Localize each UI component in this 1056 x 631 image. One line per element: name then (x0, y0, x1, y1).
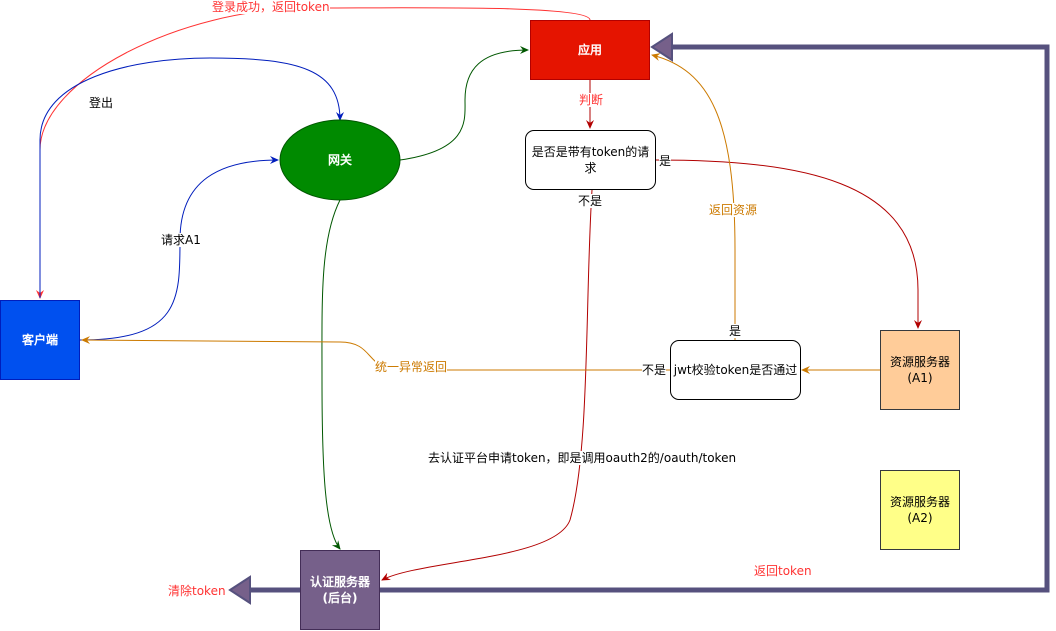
label-login-success: 登录成功，返回token (212, 0, 330, 14)
resource-server-a1-node: 资源服务器 (A1) (880, 330, 960, 410)
gateway-node: 网关 (327, 153, 352, 167)
label-return-token: 返回token (754, 564, 812, 578)
gateway-node-shape (279, 119, 401, 201)
client-node: 客户端 (0, 300, 80, 380)
label-jwt-yes: 是 (729, 324, 742, 338)
auth-server-node: 认证服务器 (后台) (300, 550, 380, 630)
edge-gateway-to-app (399, 46, 529, 161)
app-node: 应用 (530, 20, 650, 80)
edge-has-token (654, 159, 922, 329)
label-jwt-no: 不是 (642, 363, 667, 377)
resource-server-a2-node: 资源服务器 (A2) (880, 470, 960, 550)
check-token-node: 是否是带有token的请求 (525, 130, 656, 190)
jwt-check-node: jwt校验token是否通过 (670, 340, 801, 400)
label-request-a1: 请求A1 (161, 233, 201, 247)
clear-token-arrowhead (228, 575, 251, 605)
label-no-token: 不是 (578, 194, 603, 208)
edge-logout (39, 57, 344, 298)
edge-return-resource (651, 53, 736, 340)
return-token-arrowhead (650, 32, 673, 62)
label-judge: 判断 (579, 93, 604, 107)
label-return-resource: 返回资源 (709, 203, 758, 217)
edge-no-token (381, 189, 593, 581)
edge-return-token (380, 44, 1050, 593)
label-clear-token: 清除token (168, 584, 226, 598)
label-has-token-yes: 是 (659, 154, 672, 168)
edge-request-a1 (79, 156, 279, 341)
label-logout: 登出 (89, 96, 114, 110)
edge-gateway-to-auth (321, 199, 341, 550)
label-apply-token: 去认证平台申请token，即是调用oauth2的/oauth/token (428, 451, 737, 465)
label-unified-error: 统一异常返回 (375, 360, 448, 374)
